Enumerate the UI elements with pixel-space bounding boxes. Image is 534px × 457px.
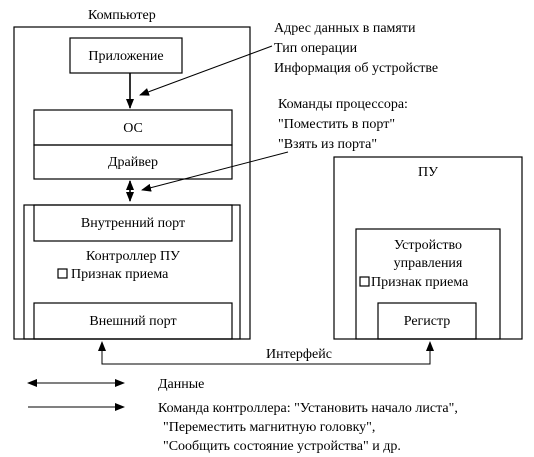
control-unit-line-1: Устройство [394, 238, 462, 253]
legend-command-line-1: Команда контроллера: "Установить начало … [158, 401, 458, 416]
request-info-pointer [139, 45, 273, 96]
app-box [69, 37, 183, 74]
control-unit-line-2: управления [394, 256, 463, 271]
device-rx-flag-checkbox [359, 276, 370, 287]
internal-port-box [33, 204, 233, 242]
driver-box [33, 144, 233, 180]
external-port-box [33, 302, 233, 340]
request-info-line-1: Адрес данных в памяти [274, 21, 416, 36]
register-box [377, 302, 477, 340]
legend-command-line-2: "Переместить магнитную головку", [163, 420, 375, 435]
computer-title: Компьютер [88, 8, 156, 23]
computer-box [13, 26, 251, 340]
device-rx-flag-label: Признак приема [371, 275, 469, 290]
external-port-label: Внешний порт [89, 314, 176, 329]
controller-label: Контроллер ПУ [86, 249, 180, 264]
cpu-commands-pointer [141, 151, 289, 192]
cpu-commands-line-3: "Взять из порта" [278, 137, 377, 152]
legend-data-label: Данные [158, 377, 204, 392]
register-label: Регистр [404, 314, 451, 329]
legend-command-line-3: "Сообщить состояние устройства" и др. [163, 439, 401, 454]
interface-line [101, 342, 431, 365]
cpu-commands-line-1: Команды процессора: [278, 97, 408, 112]
app-label: Приложение [88, 49, 163, 64]
request-info-line-2: Тип операции [274, 41, 358, 56]
device-title: ПУ [418, 165, 438, 180]
computer-rx-flag-label: Признак приема [71, 267, 169, 282]
cpu-commands-line-2: "Поместить в порт" [278, 117, 395, 132]
request-info-line-3: Информация об устройстве [274, 61, 438, 76]
computer-rx-flag-checkbox [57, 268, 68, 279]
internal-port-label: Внутренний порт [81, 216, 185, 231]
driver-label: Драйвер [108, 155, 158, 170]
interface-label: Интерфейс [266, 347, 332, 362]
os-label: ОС [123, 121, 143, 136]
